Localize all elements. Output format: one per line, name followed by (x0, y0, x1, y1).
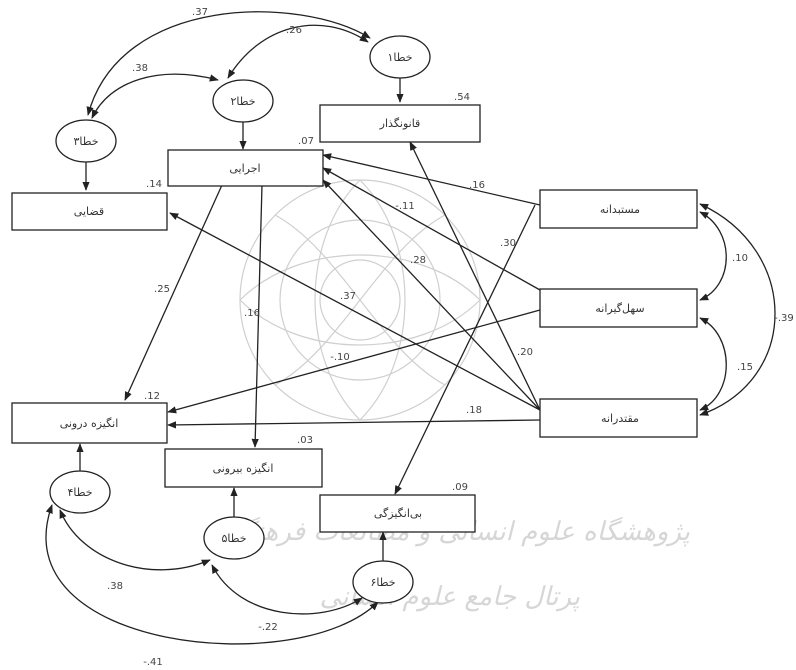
label-qanungozar: قانونگذار (379, 117, 421, 130)
error-e2: خطا۲ (212, 79, 274, 123)
label-ejraei: اجرایی (229, 162, 260, 175)
label-e6: خطا۶ (370, 576, 395, 589)
r2-qanungozar: .54 (454, 92, 470, 103)
path-ejraei-darooni (124, 184, 223, 401)
coef-e4-e6: -.41 (143, 657, 163, 668)
box-sahlgirane: سهل‌گیرانه (539, 288, 698, 328)
cov-e2-e3 (91, 73, 219, 119)
error-e4: خطا۴ (49, 470, 111, 514)
label-e4: خطا۴ (67, 486, 92, 499)
error-e5: خطا۵ (203, 516, 265, 560)
coef-most-ejraei: .16 (469, 180, 485, 191)
watermark: پژوهشگاه علوم انسانی و مطالعات فرهنگی پر… (221, 179, 690, 612)
coef-moq-ejraei: .28 (410, 255, 426, 266)
label-e1: خطا۱ (387, 51, 412, 64)
error-e6: خطا۶ (352, 560, 414, 604)
box-ejraei: اجرایی .07 (167, 136, 324, 187)
cov-e1-e3 (86, 11, 371, 116)
path-moq-qanungozar (409, 141, 541, 411)
coef-ejraei-birooni: .16 (244, 308, 260, 319)
label-e5: خطا۵ (221, 532, 246, 545)
coef-qanun-bianeg: .20 (517, 347, 533, 358)
r2-bianegizegi: .09 (452, 482, 468, 493)
error-e3: خطا۳ (55, 119, 117, 163)
label-e3: خطا۳ (73, 135, 98, 148)
connections (45, 11, 776, 645)
coef-moq-darooni: .18 (466, 405, 482, 416)
box-bianegizegi: بی‌انگیزگی .09 (319, 482, 476, 533)
path-moq-qazaei (169, 212, 541, 411)
path-most-bianeg (394, 204, 536, 495)
path-moq-ejraei (322, 179, 541, 411)
label-darooni: انگیزه درونی (60, 417, 119, 430)
error-e1: خطا۱ (369, 35, 431, 79)
coef-e5-e6: -.22 (258, 622, 278, 633)
coef-moq-qazaei: .37 (340, 291, 356, 302)
path-moq-darooni (167, 419, 541, 429)
box-birooni: انگیزه بیرونی .03 (164, 435, 323, 488)
label-birooni: انگیزه بیرونی (213, 462, 274, 475)
box-mostabedane: مستبدانه (539, 189, 698, 229)
coef-moq-qanungozar: .30 (500, 238, 516, 249)
path-sahl-darooni (167, 309, 541, 414)
coefficient-labels: .37 .26 .38 .10 .15 -.39 .16 -.11 .30 .2… (107, 7, 794, 668)
cov-most-sahl (699, 211, 727, 301)
coef-ejraei-darooni: .25 (154, 284, 170, 295)
box-qanungozar: قانونگذار .54 (319, 92, 481, 143)
r2-qazaei: .14 (146, 179, 162, 190)
r2-birooni: .03 (297, 435, 313, 446)
label-moqtaderane: مقتدرانه (601, 412, 639, 425)
cov-most-moq (699, 203, 776, 416)
coef-e4-e5: .38 (107, 581, 123, 592)
r2-darooni: .12 (144, 391, 160, 402)
cov-sahl-moq (699, 317, 727, 411)
box-qazaei: قضایی .14 (11, 179, 168, 231)
label-mostabedane: مستبدانه (600, 203, 640, 216)
coef-sahl-moq: .15 (737, 362, 753, 373)
coef-e1-e3: .37 (192, 7, 208, 18)
label-e2: خطا۲ (230, 95, 255, 108)
r2-ejraei: .07 (298, 136, 314, 147)
coef-sahl-darooni: -.10 (330, 352, 350, 363)
coef-most-moq: -.39 (774, 313, 794, 324)
coef-most-sahl: .10 (732, 253, 748, 264)
cov-e4-e6 (45, 504, 379, 645)
label-bianegizegi: بی‌انگیزگی (374, 507, 422, 520)
cov-e4-e5 (59, 509, 211, 571)
box-moqtaderane: مقتدرانه (539, 398, 698, 438)
error-terms: خطا۱ خطا۲ خطا۳ خطا۴ خطا۵ خطا۶ (49, 35, 431, 604)
label-sahlgirane: سهل‌گیرانه (595, 302, 644, 315)
coef-sahl-ejraei: -.11 (395, 201, 415, 212)
path-most-ejraei (322, 153, 541, 206)
path-ejraei-birooni (251, 184, 263, 448)
cov-e1-e2 (227, 24, 369, 79)
label-qazaei: قضایی (74, 205, 104, 218)
coef-e1-e2: .26 (286, 25, 302, 36)
coef-e2-e3: .38 (132, 63, 148, 74)
observed-variables: قانونگذار .54 اجرایی .07 قضایی .14 مستبد… (11, 92, 698, 533)
box-darooni: انگیزه درونی .12 (11, 391, 168, 444)
